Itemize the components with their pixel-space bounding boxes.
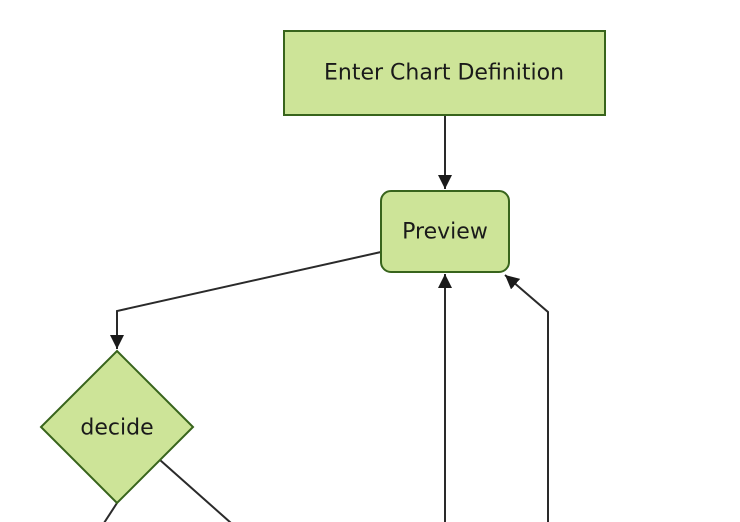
decide-diamond xyxy=(39,349,195,505)
edge-decide-to-offscreen-bottom-right xyxy=(159,459,232,522)
node-decide: decide xyxy=(39,349,195,505)
enter-chart-definition-box xyxy=(283,30,606,116)
edge-offscreen-to-preview-bent xyxy=(504,274,549,522)
node-preview: Preview xyxy=(380,190,510,273)
enter-chart-definition-label: Enter Chart Definition xyxy=(324,61,564,86)
edge-layer xyxy=(103,115,549,522)
decide-label: decide xyxy=(80,416,153,441)
edge-preview-to-decide xyxy=(110,251,382,349)
edge-decide-to-offscreen-bottom-left xyxy=(103,502,118,522)
preview-box xyxy=(380,190,510,273)
preview-label: Preview xyxy=(402,220,488,245)
node-enter-chart-definition: Enter Chart Definition xyxy=(283,30,606,116)
